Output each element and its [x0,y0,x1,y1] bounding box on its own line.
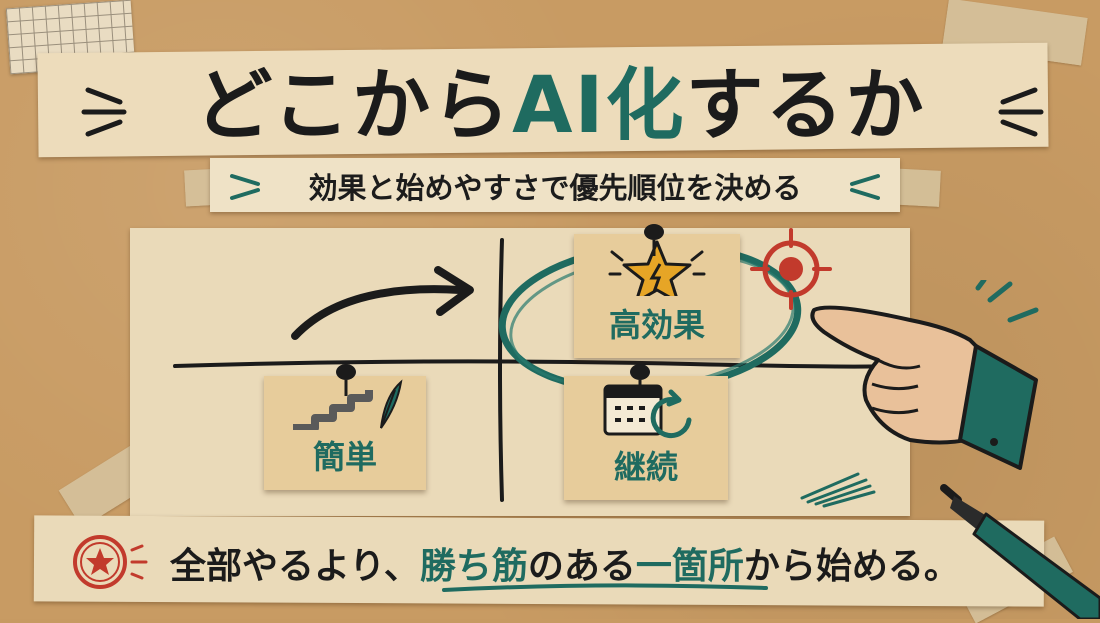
curved-arrow-icon [291,285,464,340]
emphasis-marks-right-icon [998,87,1044,137]
bottom-part3: から始める。 [743,546,960,587]
title-prefix: どこから [194,61,513,151]
card-label-continue: 継続 [613,448,678,486]
target-icon [750,228,832,310]
pointing-hand-icon [810,280,1039,470]
card-high-effect: 高効果 [574,234,740,358]
pushpin-icon [644,224,664,256]
scribble-marks-icon [800,472,876,508]
emphasis-marks-left-icon [81,87,127,137]
calendar-refresh-icon [603,384,692,439]
card-continue: 継続 [564,376,728,500]
card-label-high-effect: 高効果 [608,306,705,344]
title-accent: AI化 [512,61,686,151]
pushpin-icon [336,364,356,396]
subtitle-marks-right-icon [850,174,880,200]
vertical-axis [498,238,504,502]
red-star-stamp-icon [73,535,148,589]
bottom-part2: のある [527,546,636,587]
marker-pen-icon [940,484,1100,619]
card-easy: 簡単 [264,376,426,490]
bottom-message: 全部やるより、勝ち筋のある一箇所から始める。 [170,528,960,598]
subtitle: 効果と始めやすさで優先順位を決める [308,171,802,205]
bottom-highlight2: 一箇所 [635,546,744,587]
title-suffix: するか [685,61,926,151]
underline-stroke [442,583,768,592]
star-lightning-icon [608,240,706,296]
bottom-highlight1: 勝ち筋 [419,546,528,587]
stairs-feather-icon [293,379,403,430]
bottom-part1: 全部やるより、 [170,546,420,587]
card-label-easy: 簡単 [312,438,377,476]
subtitle-marks-left-icon [230,174,260,200]
horizontal-axis [173,359,904,369]
pushpin-icon [630,364,650,396]
subtitle-paper-strip [210,158,900,212]
